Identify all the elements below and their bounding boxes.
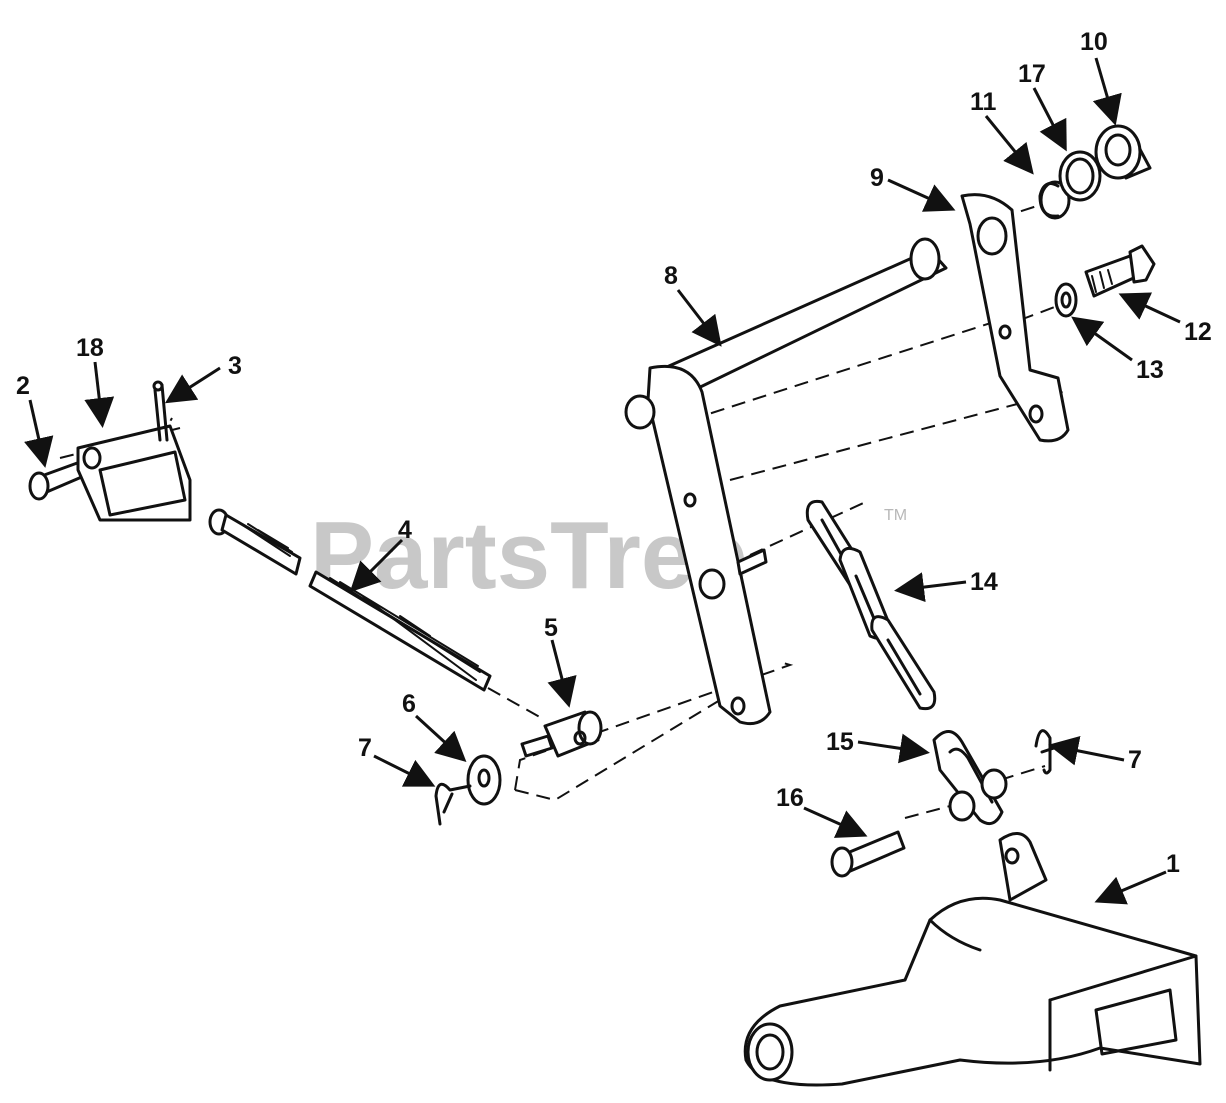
callout-4: 4 <box>398 516 412 544</box>
callout-13: 13 <box>1136 356 1164 384</box>
link-plate-part <box>960 193 1070 443</box>
threaded-rod-part <box>208 508 492 692</box>
callout-7-left: 7 <box>358 734 372 762</box>
callout-16: 16 <box>776 784 804 812</box>
lock-washer-part <box>1054 282 1078 318</box>
watermark-trademark: TM <box>884 507 907 524</box>
clevis-pin-part <box>28 460 86 501</box>
callout-arrows <box>24 57 1181 905</box>
callout-8: 8 <box>664 262 678 290</box>
pin-part <box>830 830 906 878</box>
bolt-part <box>1084 244 1156 298</box>
callout-2: 2 <box>16 372 30 400</box>
callout-labels: 1 2 3 4 5 6 7 7 8 9 10 11 12 13 14 15 16… <box>16 28 1212 878</box>
clevis-part <box>76 424 192 522</box>
callout-7-right: 7 <box>1128 746 1142 774</box>
drawbar-hitch-part <box>743 832 1202 1087</box>
washer-part <box>466 754 502 806</box>
callout-10: 10 <box>1080 28 1108 56</box>
callout-17: 17 <box>1018 60 1046 88</box>
callout-9: 9 <box>870 164 884 192</box>
callout-14: 14 <box>970 568 998 596</box>
retaining-ring-part <box>1038 180 1071 220</box>
hairpin-left-part <box>434 782 472 826</box>
chain-part <box>805 499 937 711</box>
lever-part <box>624 237 948 726</box>
callout-1: 1 <box>1166 850 1180 878</box>
trunnion-part <box>520 710 603 758</box>
callout-5: 5 <box>544 614 558 642</box>
clevis-link-part <box>932 730 1008 826</box>
washer-upper-part <box>1058 150 1102 202</box>
callout-6: 6 <box>402 690 416 718</box>
callout-18: 18 <box>76 334 104 362</box>
cotter-pin-part <box>152 380 169 442</box>
callout-15: 15 <box>826 728 854 756</box>
callout-11: 11 <box>970 88 997 116</box>
bushing-part <box>1094 124 1152 180</box>
callout-3: 3 <box>228 352 242 380</box>
callout-12: 12 <box>1184 318 1212 346</box>
